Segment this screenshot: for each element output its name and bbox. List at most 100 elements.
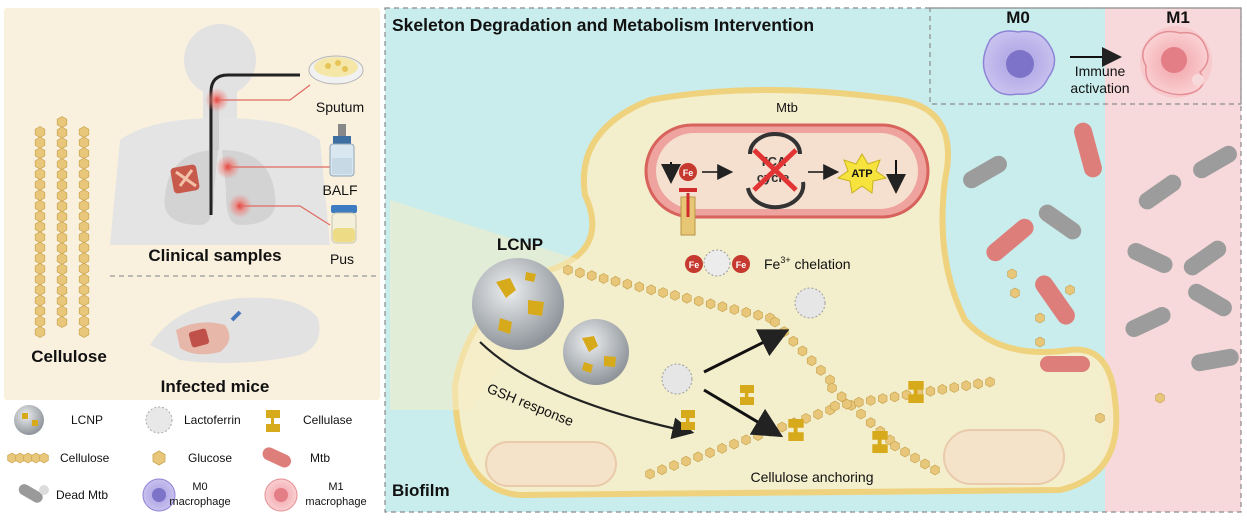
- cellulose-bead: [856, 408, 866, 420]
- cellulose-bead: [78, 231, 90, 244]
- cellulose-bead: [34, 136, 46, 149]
- legend-label-mtb: Mtb: [310, 451, 330, 465]
- cellulose-bead: [753, 430, 763, 442]
- infected-mice-label: Infected mice: [161, 377, 270, 396]
- lactoferrin-icon: [145, 406, 173, 434]
- legend-label-lactoferrin: Lactoferrin: [184, 413, 241, 427]
- lcnp-small-particle: [563, 319, 629, 385]
- legend-label-cellulose: Cellulose: [60, 451, 110, 465]
- m0-macrophage-cell: [982, 30, 1056, 96]
- cellulose-bead: [657, 464, 667, 476]
- cellulose-bead: [598, 273, 609, 284]
- left-panel: Cellulose: [4, 8, 380, 400]
- cellulose-bead: [78, 220, 90, 233]
- cellulose-bead: [890, 440, 900, 452]
- cellulose-bead: [34, 315, 46, 328]
- lcnp-icon: [14, 405, 44, 435]
- cellulose-bead: [56, 179, 68, 192]
- sputum-petri-dish-icon: [308, 55, 364, 85]
- cellulose-bead: [693, 451, 703, 463]
- cellulose-bead: [973, 378, 983, 390]
- legend-lactoferrin: Lactoferrin: [145, 406, 241, 434]
- cellulose-bead: [681, 455, 691, 467]
- dead-mtb-rod: [1038, 204, 1082, 240]
- dead-mtb-rod: [963, 155, 1007, 189]
- cellulose-bead: [56, 168, 68, 181]
- legend-cellulase: Cellulase: [266, 410, 353, 432]
- lactoferrin-target-icon: [794, 287, 826, 319]
- glucose-molecule: [1155, 392, 1165, 404]
- cellulose-bead: [56, 294, 68, 307]
- cellulose-bead: [56, 273, 68, 286]
- tca-cycle-icon: TCA cycle: [746, 132, 806, 210]
- cellulose-bead: [34, 231, 46, 244]
- cellulase-icon: [266, 410, 280, 432]
- cellulase-enzyme: [788, 419, 804, 441]
- cellulose-bead: [575, 267, 585, 279]
- sample-label-pus: Pus: [330, 251, 354, 267]
- cellulose-bead: [741, 434, 751, 446]
- legend-label-glucose: Glucose: [188, 451, 232, 465]
- gsh-response-arrow: [479, 341, 695, 440]
- cellulose-bead: [34, 283, 46, 296]
- cellulose-bead: [34, 241, 46, 254]
- cellulose-bead: [985, 376, 995, 388]
- cellulose-bead: [717, 301, 728, 313]
- cellulose-bead: [34, 210, 46, 223]
- legend: LCNP Lactoferrin Cellulase Cellulose Glu…: [7, 405, 367, 512]
- atp-label: ATP: [851, 168, 872, 180]
- cellulose-bead: [34, 294, 46, 307]
- cellulose-bead: [816, 364, 826, 376]
- cellulose-bead: [56, 221, 68, 234]
- glucose-molecule: [1095, 412, 1105, 424]
- cellulose-bead: [753, 309, 763, 321]
- cellulose-bead: [949, 382, 959, 393]
- cellulose-bead: [78, 126, 90, 138]
- cellulose-bead: [78, 210, 90, 223]
- legend-label-m1-line2: macrophage: [305, 496, 366, 508]
- cellulose-bead: [34, 126, 46, 138]
- cellulose-bead: [78, 157, 90, 170]
- cellulose-bead: [705, 298, 716, 310]
- cellulose-bead: [34, 252, 46, 265]
- activation-label-line2: activation: [1070, 80, 1129, 96]
- cellulose-bead: [34, 262, 46, 275]
- main-panel-border: [384, 7, 1242, 513]
- legend-label-cellulase: Cellulase: [303, 413, 353, 427]
- glucose-molecule: [1007, 268, 1017, 280]
- live-mtb-rod: [1035, 275, 1075, 325]
- fe-ion-label: Fe: [683, 168, 694, 178]
- cellulose-bead: [587, 270, 597, 282]
- biofilm-label: Biofilm: [392, 481, 450, 500]
- pus-tube-icon: [331, 205, 357, 244]
- cellulose-bead: [78, 315, 90, 328]
- cellulose-bead: [930, 464, 940, 476]
- cellulose-bead: [34, 189, 46, 202]
- cellulose-bead: [854, 396, 864, 408]
- legend-label-lcnp: LCNP: [71, 413, 103, 427]
- cellulose-bead: [56, 158, 68, 171]
- legend-label-m0-line2: macrophage: [169, 496, 230, 508]
- biofilm-region: [451, 87, 1120, 499]
- cellulase-enzymes: [681, 381, 924, 453]
- cellulose-bead: [56, 242, 68, 255]
- cellulose-bead: [78, 252, 90, 265]
- dead-mtb-icon: [18, 484, 43, 503]
- ghost-mtb-left: [485, 441, 617, 487]
- cellulose-bead: [865, 417, 876, 429]
- human-body-illustration: [110, 24, 331, 245]
- sample-label-sputum: Sputum: [316, 99, 364, 115]
- cellulose-bead: [56, 137, 68, 150]
- dead-mtb-rod: [1188, 283, 1232, 317]
- cellulose-bead: [34, 273, 46, 286]
- cellulose-bead: [78, 199, 90, 212]
- cellulose-bead: [78, 168, 90, 181]
- glucose-molecule: [1035, 312, 1045, 324]
- cellulose-bead: [34, 326, 46, 338]
- cellulose-bead: [878, 393, 888, 405]
- dead-mtb-rod: [1127, 242, 1173, 274]
- live-mtb-rod: [1074, 122, 1102, 178]
- cellulose-bead: [610, 275, 621, 287]
- cellulose-chain-icon: [7, 452, 49, 464]
- balf-bottle-icon: [329, 124, 355, 177]
